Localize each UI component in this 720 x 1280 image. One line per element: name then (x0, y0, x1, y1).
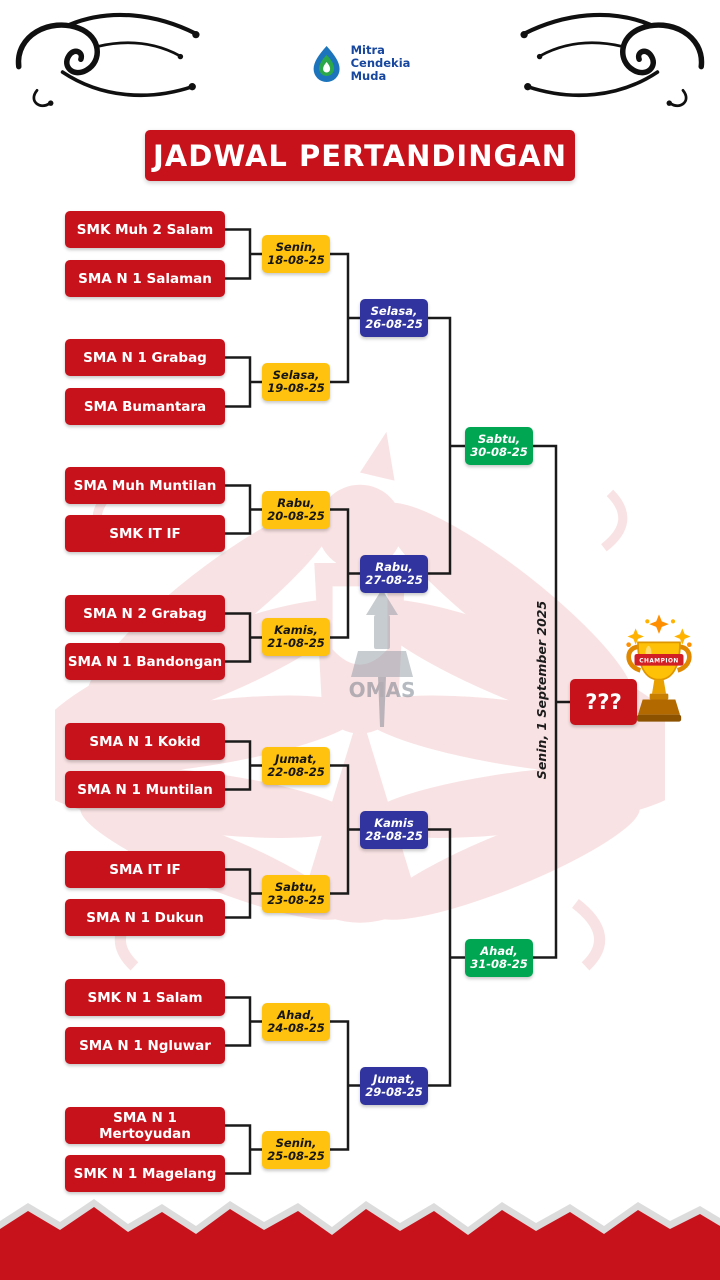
torn-edge-footer (0, 1199, 720, 1280)
match-date-box: Ahad, 24-08-25 (262, 1003, 330, 1041)
team-box: SMA N 1 Muntilan (65, 771, 225, 808)
match-date-box: Senin, 25-08-25 (262, 1131, 330, 1169)
corner-flourish-right-icon (520, 12, 705, 108)
match-date-box: Sabtu, 23-08-25 (262, 875, 330, 913)
match-date: 28-08-25 (365, 829, 423, 843)
team-box: SMK N 1 Salam (65, 979, 225, 1016)
team-box: SMA N 1 Grabag (65, 339, 225, 376)
match-day: Senin, (275, 239, 317, 254)
champion-box: ??? (570, 679, 637, 725)
match-day: Selasa, (272, 367, 320, 382)
match-date: 26-08-25 (365, 317, 423, 331)
match-date-box: Senin, 18-08-25 (262, 235, 330, 273)
logo-line-1: Mitra (350, 43, 385, 57)
team-box: SMA N 1 Ngluwar (65, 1027, 225, 1064)
match-day: Rabu, (375, 559, 413, 574)
match-day: Sabtu, (274, 879, 318, 894)
match-date-box: Rabu, 20-08-25 (262, 491, 330, 529)
corner-flourish-left-icon (15, 12, 200, 108)
match-date: 23-08-25 (267, 893, 325, 907)
match-date: 27-08-25 (365, 573, 423, 587)
team-box: SMK Muh 2 Salam (65, 211, 225, 248)
match-date: 25-08-25 (267, 1149, 325, 1163)
team-box: SMA N 2 Grabag (65, 595, 225, 632)
emblem-watermark: OMAS (349, 589, 416, 727)
trophy-ribbon-text: CHAMPION (639, 659, 678, 665)
match-date: 30-08-25 (470, 445, 528, 459)
match-day: Ahad, (277, 1007, 315, 1022)
match-date: 29-08-25 (365, 1085, 423, 1099)
logo-mark-icon (313, 45, 340, 82)
trophy-icon: CHAMPION (626, 614, 692, 722)
match-date: 19-08-25 (267, 381, 325, 395)
match-date-box: Jumat, 22-08-25 (262, 747, 330, 785)
match-date: 21-08-25 (267, 636, 325, 650)
match-date: 20-08-25 (267, 509, 325, 523)
match-date-box: Kamis 28-08-25 (360, 811, 428, 849)
match-day: Selasa, (370, 303, 418, 318)
match-day: Senin, (275, 1135, 317, 1150)
team-box: SMK N 1 Magelang (65, 1155, 225, 1192)
match-date: 22-08-25 (267, 765, 325, 779)
match-day: Jumat, (372, 1071, 416, 1086)
team-box: SMA N 1 Bandongan (65, 643, 225, 680)
match-day: Kamis, (274, 622, 318, 637)
match-date-box: Ahad, 31-08-25 (465, 939, 533, 977)
match-date-box: Selasa, 26-08-25 (360, 299, 428, 337)
team-box: SMA N 1 Dukun (65, 899, 225, 936)
match-date-box: Selasa, 19-08-25 (262, 363, 330, 401)
match-date-box: Rabu, 27-08-25 (360, 555, 428, 593)
final-date-label: Senin, 1 September 2025 (534, 600, 549, 780)
match-date: 18-08-25 (267, 253, 325, 267)
logo-line-3: Muda (350, 69, 387, 83)
match-day: Sabtu, (477, 431, 521, 446)
team-box: SMA N 1 Mertoyudan (65, 1107, 225, 1144)
match-day: Ahad, (480, 943, 518, 958)
match-date-box: Kamis, 21-08-25 (262, 618, 330, 656)
match-date: 24-08-25 (267, 1021, 325, 1035)
team-box: SMA N 1 Kokid (65, 723, 225, 760)
logo-text: Mitra Cendekia Muda (351, 44, 411, 83)
team-box: SMK IT IF (65, 515, 225, 552)
match-date: 31-08-25 (470, 957, 528, 971)
match-date-box: Sabtu, 30-08-25 (465, 427, 533, 465)
title-banner: JADWAL PERTANDINGAN (145, 130, 575, 181)
match-day: Rabu, (277, 495, 315, 510)
match-date-box: Jumat, 29-08-25 (360, 1067, 428, 1105)
match-day: Kamis (374, 815, 414, 830)
team-box: SMA IT IF (65, 851, 225, 888)
emblem-watermark-text: OMAS (349, 678, 416, 702)
team-box: SMA Bumantara (65, 388, 225, 425)
team-box: SMA N 1 Salaman (65, 260, 225, 297)
logo-line-2: Cendekia (350, 56, 411, 70)
logo: Mitra Cendekia Muda (310, 44, 411, 83)
team-box: SMA Muh Muntilan (65, 467, 225, 504)
match-day: Jumat, (274, 751, 318, 766)
